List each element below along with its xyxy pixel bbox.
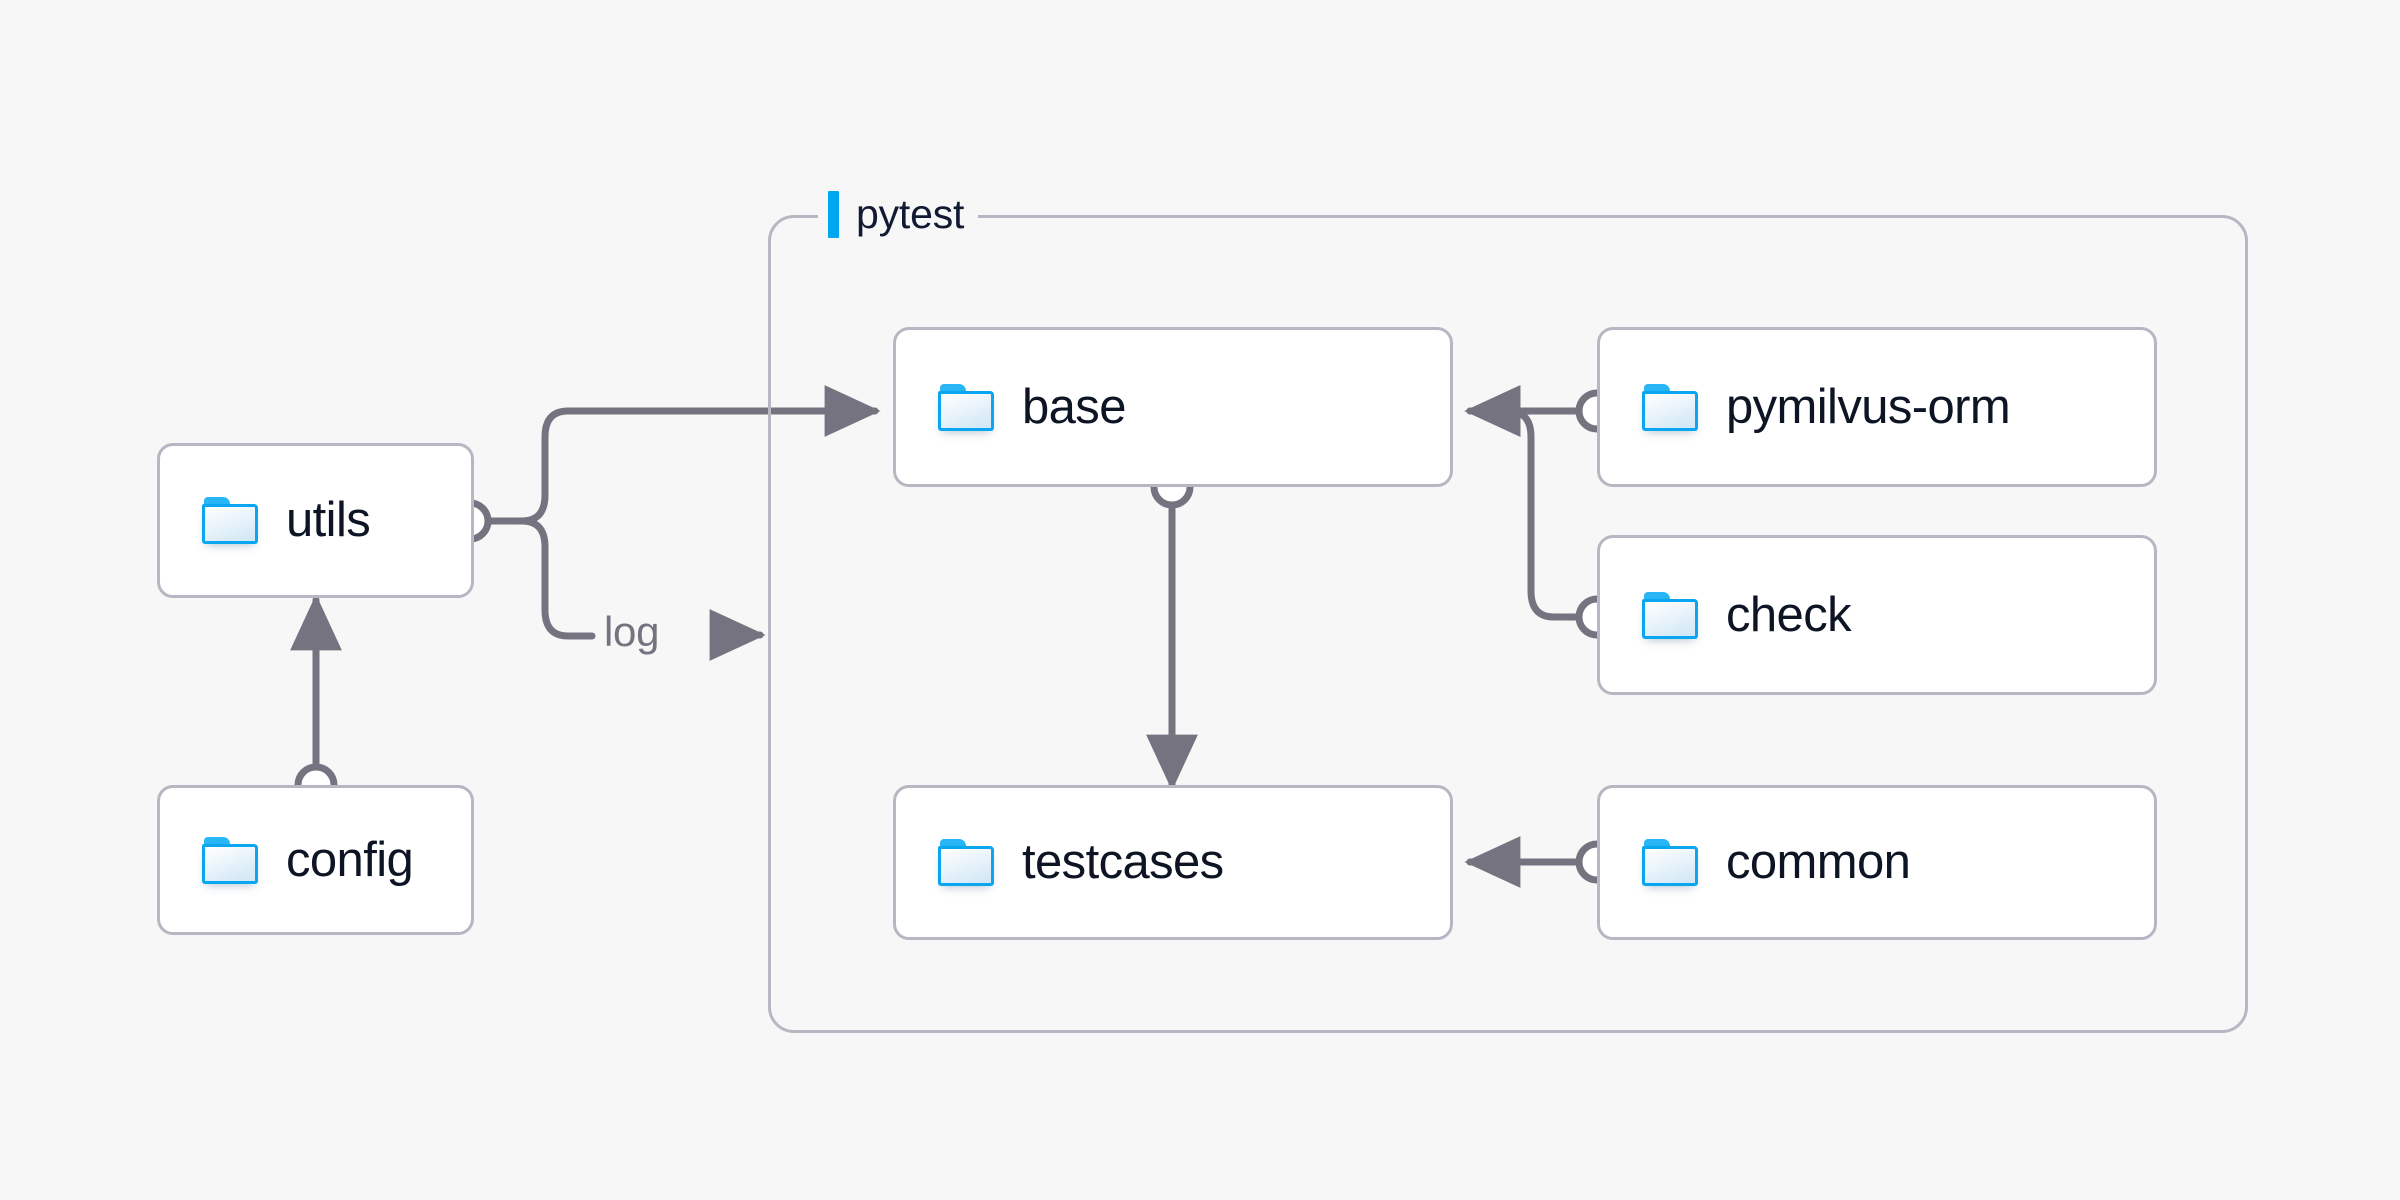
node-utils-label: utils: [286, 493, 371, 547]
edge-label-log: log: [604, 608, 660, 655]
folder-icon: [938, 383, 994, 431]
folder-icon: [938, 839, 994, 886]
group-pytest-label: pytest: [818, 190, 979, 238]
node-base[interactable]: base: [893, 327, 1453, 487]
node-common-label: common: [1726, 835, 1911, 889]
node-base-label: base: [1022, 379, 1126, 434]
group-pytest[interactable]: [768, 215, 2248, 1033]
edge-utils-log: [518, 517, 596, 640]
node-testcases[interactable]: testcases: [893, 785, 1453, 940]
folder-icon: [1642, 591, 1698, 639]
node-config-label: config: [286, 832, 414, 887]
node-testcases-label: testcases: [1022, 835, 1224, 889]
folder-icon: [202, 836, 258, 884]
node-utils[interactable]: utils: [157, 443, 474, 598]
node-common[interactable]: common: [1597, 785, 2157, 940]
group-accent-bar: [828, 190, 839, 238]
node-pymilvus-orm[interactable]: pymilvus-orm: [1597, 327, 2157, 487]
group-pytest-title: pytest: [856, 190, 965, 237]
node-config[interactable]: config: [157, 785, 474, 935]
node-pymilvus-orm-label: pymilvus-orm: [1726, 379, 2011, 434]
folder-icon: [1642, 383, 1698, 431]
folder-icon: [202, 497, 258, 544]
node-check-label: check: [1726, 587, 1852, 642]
node-check[interactable]: check: [1597, 535, 2157, 695]
folder-icon: [1642, 839, 1698, 886]
